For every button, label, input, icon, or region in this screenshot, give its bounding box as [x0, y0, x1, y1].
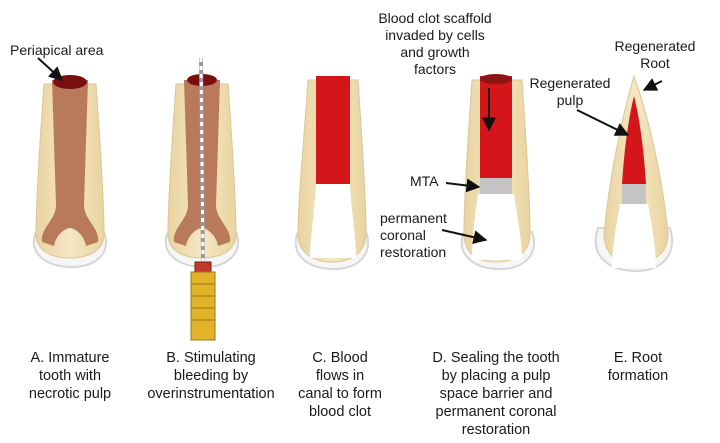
label-periapical-area: Periapical area — [10, 42, 104, 58]
tooth-d — [460, 74, 535, 271]
caption-a-line-3: necrotic pulp — [28, 386, 112, 402]
tooth-e — [594, 74, 673, 273]
label-permanent-coronal-restoration: permanent coronal restoration — [380, 210, 447, 261]
caption-a-line-1: A. Immature — [30, 350, 110, 366]
arrow-regen-root — [642, 78, 663, 91]
caption-b-line-1: B. Stimulating — [166, 350, 256, 366]
caption-d-line-3: space barrier and — [439, 386, 553, 402]
label-restoration-line-2: coronal — [380, 227, 426, 243]
label-restoration-line-1: permanent — [380, 210, 447, 226]
caption-e-line-1: E. Root — [613, 350, 663, 366]
label-scaffold-line-4: factors — [413, 61, 456, 77]
caption-d-line-5: restoration — [461, 422, 531, 438]
caption-b-line-2: bleeding by — [173, 368, 249, 384]
tooth-a-necrotic-pulp — [41, 80, 99, 246]
tooth-d-blood-clot — [480, 76, 512, 178]
arrow-restoration — [441, 229, 488, 245]
tooth-d-periapical — [480, 74, 512, 84]
caption-d-line-1: D. Sealing the tooth — [432, 350, 560, 366]
label-regenerated-pulp: Regenerated pulp — [515, 75, 625, 109]
caption-a: A. Immature tooth with necrotic pulp — [5, 349, 135, 403]
label-scaffold-line-1: Blood clot scaffold — [378, 10, 492, 26]
caption-d-line-4: permanent coronal — [435, 404, 557, 420]
caption-a-line-2: tooth with — [38, 368, 102, 384]
label-scaffold-line-2: invaded by cells — [385, 27, 485, 43]
label-arrows — [37, 57, 663, 245]
tooth-e-mta — [622, 184, 646, 204]
tooth-c-blood-clot — [316, 76, 350, 184]
label-regen-root-line-2: Root — [640, 55, 670, 71]
arrow-mta — [445, 178, 481, 193]
label-regenerated-root: Regenerated Root — [600, 38, 710, 72]
caption-c-line-4: blood clot — [308, 404, 372, 420]
label-regen-pulp-line-2: pulp — [556, 92, 584, 108]
tooth-e-regenerated-pulp — [622, 96, 646, 184]
file-flutes — [199, 57, 205, 263]
label-blood-clot-scaffold: Blood clot scaffold invaded by cells and… — [360, 10, 510, 78]
label-regen-pulp-line-1: Regenerated — [529, 75, 611, 91]
arrow-regen-pulp — [576, 109, 630, 136]
caption-e: E. Root formation — [588, 349, 688, 385]
caption-d-line-2: by placing a pulp — [441, 368, 551, 384]
label-scaffold-line-3: and growth — [400, 44, 470, 60]
tooth-a — [32, 75, 107, 269]
tooth-e-restoration — [612, 204, 656, 268]
caption-b: B. Stimulating bleeding by overinstrumen… — [140, 349, 282, 403]
label-restoration-line-3: restoration — [380, 244, 447, 260]
caption-c-line-3: canal to form — [298, 386, 382, 402]
caption-c-line-1: C. Blood — [312, 350, 368, 366]
caption-e-line-2: formation — [607, 368, 669, 384]
file-handle — [190, 271, 216, 341]
file-shaft — [199, 57, 205, 263]
tooth-d-restoration — [472, 194, 522, 260]
caption-c-line-2: flows in — [315, 368, 365, 384]
tooth-b — [164, 57, 239, 341]
tooth-c — [294, 76, 369, 271]
arrow-periapical — [37, 57, 64, 81]
label-regen-root-line-1: Regenerated — [614, 38, 696, 54]
label-mta: MTA — [410, 173, 439, 189]
caption-d: D. Sealing the tooth by placing a pulp s… — [412, 349, 580, 439]
caption-c: C. Blood flows in canal to form blood cl… — [290, 349, 390, 421]
caption-b-line-3: overinstrumentation — [147, 386, 275, 402]
tooth-d-mta — [480, 178, 512, 194]
